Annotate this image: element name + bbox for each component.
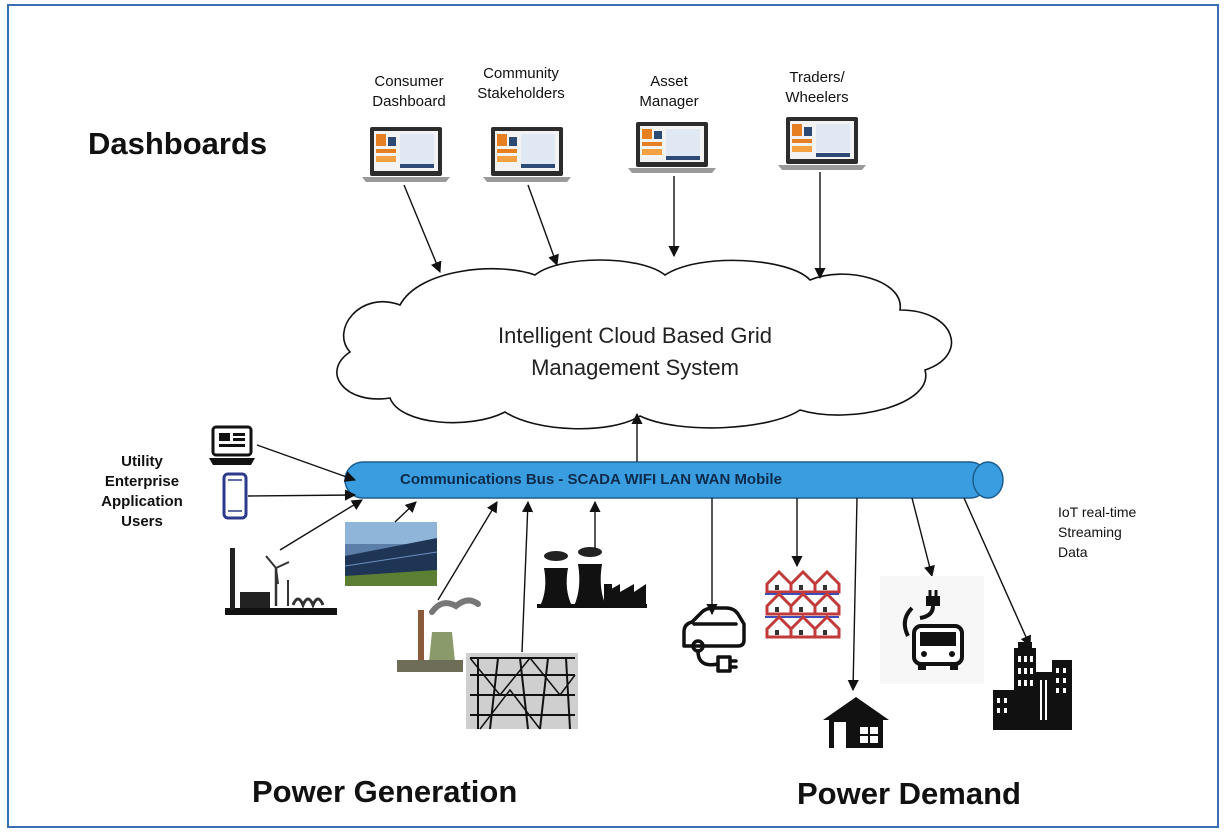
iot-line3: Data — [1058, 544, 1088, 560]
power-demand-heading: Power Demand — [797, 776, 1021, 811]
arrow-substation-bus — [521, 500, 534, 653]
cloud-label-line1: Intelligent Cloud Based Grid — [498, 323, 772, 348]
wind-turbine-icon — [225, 548, 337, 615]
communications-bus — [344, 461, 1004, 499]
iot-line1: IoT real-time — [1058, 504, 1137, 520]
nuclear-plant-icon — [537, 547, 647, 608]
iot-line2: Streaming — [1058, 524, 1122, 540]
label-consumer-dashboard: Consumer Dashboard — [372, 73, 446, 110]
utility-users-label: Utility Enterprise Application Users — [92, 452, 192, 532]
label-traders-wheelers: Traders/ Wheelers — [785, 69, 849, 106]
cloud-label-line2: Management System — [531, 355, 739, 380]
substation-icon — [466, 653, 578, 730]
arrow-laptop-bus — [256, 444, 357, 482]
arrow-coal-bus — [437, 501, 498, 601]
laptop-icon-traders — [778, 117, 866, 170]
laptop-icon-asset — [628, 122, 716, 173]
arrow-community — [527, 184, 559, 267]
arrow-bus-buildings — [963, 497, 1032, 648]
arrow-consumer — [403, 184, 442, 274]
label-asset-manager: Asset Manager — [639, 73, 699, 110]
electric-car-icon — [682, 606, 746, 673]
arrow-phone-bus — [247, 489, 357, 501]
laptop-icon-community — [483, 127, 571, 182]
arrow-solar-bus — [394, 501, 417, 523]
houses-icon — [765, 569, 841, 639]
bus-label: Communications Bus - SCADA WIFI LAN WAN … — [400, 471, 782, 488]
utility-line3: Application — [101, 493, 183, 510]
arrow-bus-ev-bus — [911, 497, 935, 578]
arrow-wind-bus — [279, 499, 363, 551]
cloud-shape — [336, 259, 953, 430]
cloud-label: Intelligent Cloud Based Grid Management … — [460, 320, 810, 384]
diagram-frame — [7, 4, 1219, 828]
solar-panel-icon — [344, 522, 438, 586]
utility-line2: Enterprise — [104, 473, 180, 490]
iot-label: IoT real-time Streaming Data — [1058, 502, 1168, 562]
power-generation-heading: Power Generation — [252, 774, 518, 809]
electric-bus-icon — [880, 576, 984, 684]
smartphone-icon — [222, 472, 248, 520]
home-icon — [823, 697, 889, 748]
utility-line4: Users — [121, 513, 163, 530]
coal-plant-icon — [397, 597, 481, 672]
buildings-icon — [993, 642, 1072, 730]
laptop-icon — [209, 425, 255, 465]
label-community-stakeholders: Community Stakeholders — [477, 65, 565, 102]
utility-line1: Utility — [121, 453, 163, 470]
dashboards-heading: Dashboards — [88, 126, 268, 161]
arrow-bus-home — [847, 497, 859, 692]
laptop-icon-consumer — [362, 127, 450, 182]
